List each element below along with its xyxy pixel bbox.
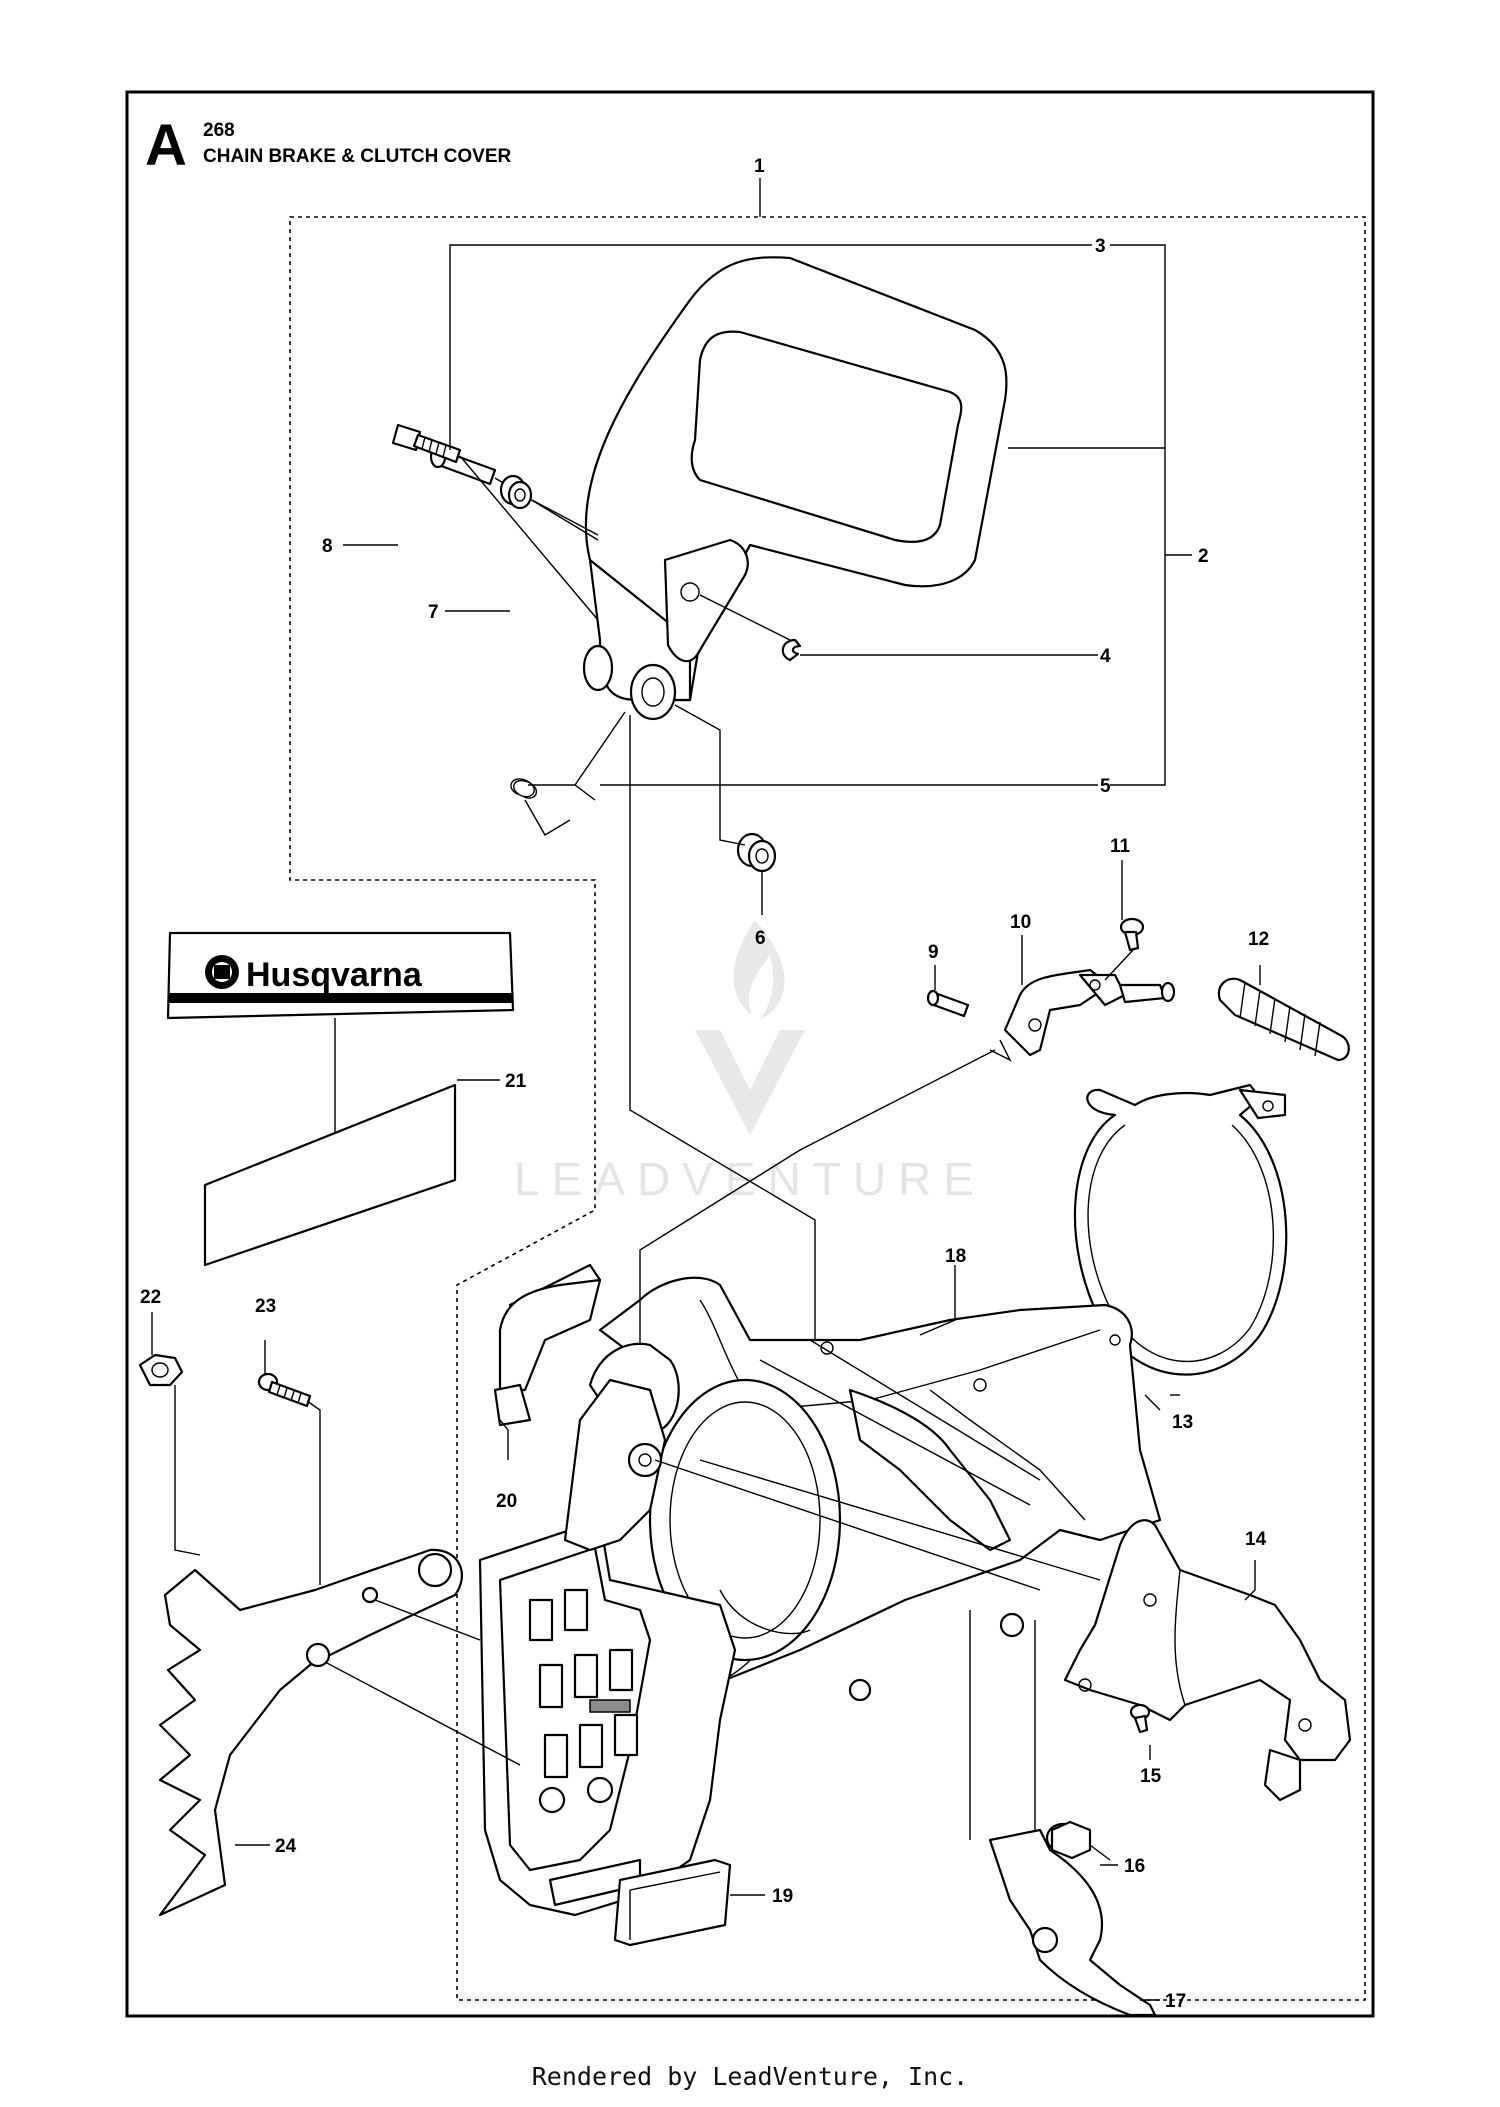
callouts: 1 2 3 4 5 6 7 8 9 10 11 12 13 14 15 16 1…: [140, 156, 1269, 2012]
callout-7: 7: [428, 602, 439, 623]
bushing-7: [499, 474, 599, 536]
callout-1: 1: [754, 156, 765, 177]
page-title: CHAIN BRAKE & CLUTCH COVER: [203, 146, 512, 167]
leader-lines: [151, 178, 1261, 2001]
clutch-cover-grille: [478, 1518, 737, 1917]
callout-12: 12: [1248, 929, 1269, 950]
tensioner-rods: [654, 1339, 1101, 1591]
callout-15: 15: [1140, 1766, 1162, 1787]
callout-2: 2: [1198, 546, 1209, 567]
callout-18: 18: [945, 1246, 966, 1267]
callout-21: 21: [505, 1071, 527, 1092]
chain-guard-14: [1063, 1519, 1352, 1802]
watermark-text: LEADVENTURE: [514, 1153, 986, 1205]
screw-8: [391, 423, 599, 621]
screw-15: [1129, 1703, 1151, 1734]
callout-23: 23: [255, 1296, 276, 1317]
circlip-4: [699, 594, 802, 662]
callout-24: 24: [275, 1836, 297, 1857]
callout-13: 13: [1172, 1412, 1193, 1433]
diagram-frame: [125, 90, 1375, 2018]
bumper-spike-24: [158, 1548, 521, 1917]
screw-11: [1104, 917, 1145, 981]
hand-guard: [582, 256, 1008, 721]
callout-10: 10: [1010, 912, 1031, 933]
callout-19: 19: [772, 1886, 793, 1907]
label-21: [203, 1083, 457, 1267]
brake-lever-10: [1003, 968, 1176, 1057]
assembly-boundary: [289, 216, 1366, 2001]
callout-14: 14: [1245, 1529, 1267, 1550]
callout-20: 20: [496, 1491, 517, 1512]
section-letter: A: [145, 113, 187, 178]
nut-16: [1034, 1620, 1111, 1861]
callout-8: 8: [322, 536, 333, 557]
callout-17: 17: [1165, 1991, 1186, 2012]
footer-credit: Rendered by LeadVenture, Inc.: [531, 2062, 969, 2091]
brake-band-13: [1073, 1083, 1288, 1376]
callout-5: 5: [1100, 776, 1111, 797]
callout-11: 11: [1110, 836, 1131, 857]
spring-5: [510, 711, 626, 836]
pin-9: [926, 989, 970, 1018]
brake-bracket-20: [493, 1263, 680, 1552]
brand-text: Husqvarna: [246, 956, 423, 994]
callout-4: 4: [1100, 646, 1111, 667]
cover-plate-17: [988, 1828, 1157, 2017]
watermark: LEADVENTURE: [514, 920, 986, 1205]
callout-9: 9: [928, 942, 939, 963]
model-number: 268: [203, 120, 235, 141]
callout-6: 6: [755, 928, 766, 949]
callout-3: 3: [1095, 236, 1106, 257]
nut-22: [138, 1353, 201, 1556]
callout-16: 16: [1124, 1856, 1145, 1877]
screw-23: [257, 1372, 321, 1585]
bushing-6: [674, 704, 777, 873]
decal-husqvarna: Husqvarna: [166, 931, 515, 1020]
slider-19: [613, 1858, 732, 1947]
callout-22: 22: [140, 1287, 161, 1308]
brake-spring-12: [1217, 977, 1350, 1062]
